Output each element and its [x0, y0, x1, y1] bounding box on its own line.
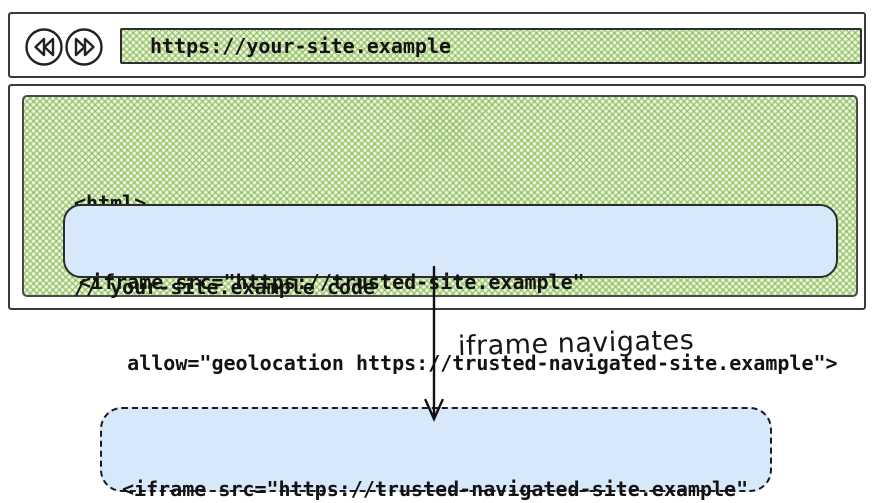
arrow-label: iframe navigates: [457, 324, 695, 363]
comment-line: // your-site.example code: [74, 275, 376, 299]
url-bar: https://your-site.example: [120, 28, 862, 64]
iframe-src-line: <iframe src="https://trusted-site.exampl…: [79, 270, 585, 294]
url-text: https://your-site.example: [150, 34, 452, 58]
iframe-original-code: <iframe src="https://trusted-site.exampl…: [79, 215, 838, 431]
forward-icon: [65, 28, 103, 66]
back-icon: [25, 28, 63, 66]
page-background: <html> // your-site.example code <iframe…: [22, 95, 858, 375]
browser-viewport: <html> // your-site.example code <iframe…: [8, 84, 866, 375]
iframe-allow-line: allow="geolocation https://trusted-navig…: [79, 351, 838, 375]
iframe-src-line: <iframe src="https://trusted-navigated-s…: [122, 477, 749, 501]
iframe-navigated-code: <iframe src="https://trusted-navigated-s…: [122, 422, 748, 503]
iframe-navigated-box: <iframe src="https://trusted-navigated-s…: [100, 407, 772, 501]
iframe-original-box: <iframe src="https://trusted-site.exampl…: [63, 204, 838, 375]
nav-buttons: [24, 26, 108, 68]
browser-toolbar: https://your-site.example: [8, 12, 866, 78]
